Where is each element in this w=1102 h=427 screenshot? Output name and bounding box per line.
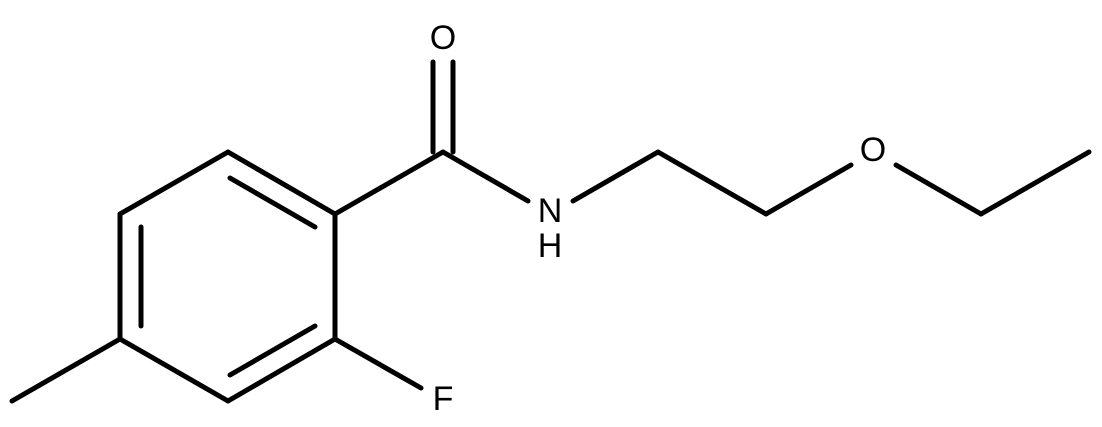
amide-nitrogen-label: N [538, 192, 563, 230]
ether-oxygen-label: O [860, 131, 886, 169]
oxygen-to-ch2-bond [893, 162, 984, 217]
ring-bond-c3-c4 [225, 336, 338, 404]
carbonyl-oxygen-label: O [430, 19, 456, 57]
ch2-to-oxygen-bond [763, 162, 854, 217]
carbonyl-to-nitrogen-bond [440, 149, 531, 204]
ring-bond-c1-c2-inner [227, 175, 318, 230]
fluorine-bond [332, 336, 424, 391]
methyl-bond [9, 336, 123, 404]
ch2-ch2-bond [655, 149, 769, 217]
ring-bond-c3-c4-inner [227, 323, 318, 378]
fluorine-label: F [433, 380, 454, 418]
ch2-ch3-bond [978, 149, 1092, 217]
ring-to-carbonyl-bond [332, 149, 446, 217]
ring-bond-c6-c1 [117, 149, 231, 217]
ring-bond-c4-c5 [117, 336, 231, 404]
nitrogen-to-ch2-bond [570, 149, 661, 204]
amide-hydrogen-label: H [538, 227, 563, 265]
ring-bond-c1-c2 [225, 149, 338, 217]
